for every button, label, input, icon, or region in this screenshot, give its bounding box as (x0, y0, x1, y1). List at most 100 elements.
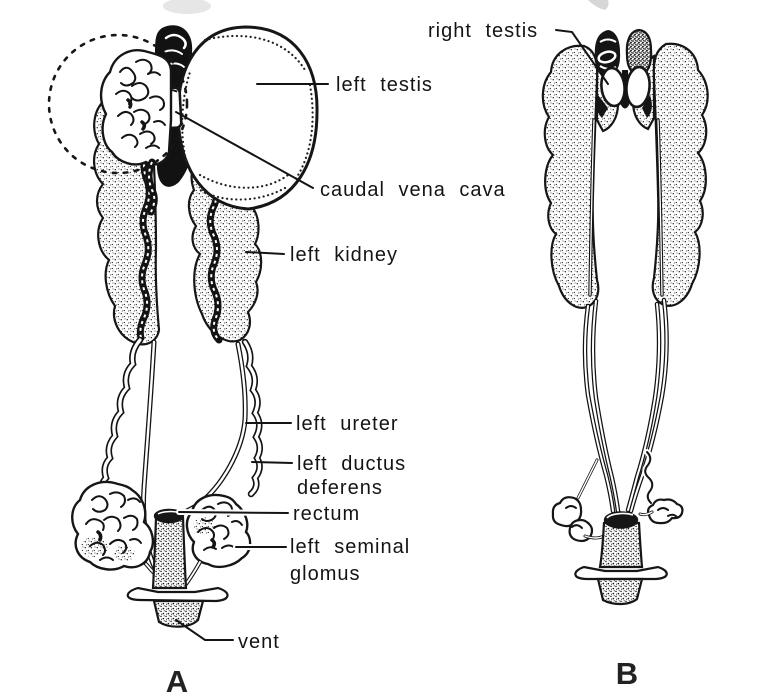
seminal-glomus-drawing (71, 480, 155, 571)
tubule-shadow (96, 530, 103, 542)
tubule-squiggle (197, 527, 215, 540)
left-ductus-deferens-drawing (99, 336, 144, 494)
tubule-squiggle (121, 133, 139, 148)
cloaca-opening-rim (606, 512, 634, 519)
tubule-squiggle (213, 524, 230, 540)
tubule-squiggle (99, 556, 114, 561)
caudal-vena-cava-leader-line (175, 111, 314, 189)
tubule-squiggle (127, 497, 141, 503)
rectum-leader-line (178, 511, 289, 514)
ductus-deferens-drawing (243, 340, 262, 496)
panel-a-letter: A (166, 664, 188, 699)
cloaca-tube (598, 521, 644, 569)
glomus-stipple-patch (113, 545, 135, 562)
tubule-squiggle (667, 513, 678, 518)
vessel-highlight (163, 49, 183, 55)
testis-stipple-arc (293, 83, 314, 182)
vessel-highlight (599, 38, 617, 43)
labels: right testis left testis caudal vena cav… (175, 20, 609, 653)
duct-pair (630, 299, 668, 512)
tubule-squiggle (153, 120, 166, 126)
scan-smudge (588, 0, 609, 10)
left-kidney-leader-line (245, 251, 285, 255)
left-ductus-deferens-drawing (100, 338, 142, 492)
epididymis-tail-highlight (148, 161, 156, 213)
left-ureter-label: left ureter (296, 413, 398, 435)
panel-b: B (541, 28, 709, 691)
tubule-squiggle (131, 82, 150, 102)
tubule-squiggle (657, 507, 669, 511)
tubule-squiggle (129, 538, 142, 544)
vessel-highlight (169, 62, 185, 68)
midline-shadow (596, 95, 608, 118)
rectum-label: rectum (293, 503, 360, 525)
tubule-squiggle (85, 518, 105, 531)
vent-leader-line (175, 619, 234, 641)
scan-smudge (163, 0, 211, 14)
tubule-squiggle (109, 491, 126, 508)
right-testis-leader-line (555, 29, 609, 85)
testis-stipple-arc (198, 173, 290, 189)
tubule-squiggle (145, 144, 160, 149)
left-testis-label: left testis (336, 74, 433, 96)
glomus-exit-duct (185, 561, 201, 585)
small-seminal-glomus (551, 496, 583, 528)
tubule-squiggle (109, 538, 128, 554)
tubule-squiggle (133, 108, 151, 125)
tubule-shadow (140, 120, 147, 131)
right-testis-label: right testis (428, 20, 538, 42)
left-kidney-label: left kidney (290, 244, 398, 266)
left-seminal-glomus-label-line2: glomus (290, 563, 360, 585)
left-seminal-glomus-label-line1: left seminal (290, 536, 410, 558)
tubule-squiggle (571, 524, 583, 529)
tubule-shadow (210, 538, 217, 549)
tubule-squiggle (91, 495, 109, 513)
right-testis-drawing (600, 66, 626, 108)
left-kidney-drawing-b (651, 42, 709, 307)
glomus-branch-duct (577, 459, 598, 499)
panel-b-letter: B (616, 656, 638, 691)
tubule-squiggle (139, 130, 156, 145)
tubule-squiggle (103, 515, 122, 532)
midline-shadow (642, 95, 652, 118)
glomus-exit-duct (639, 511, 653, 516)
tubule-squiggle (149, 95, 165, 111)
small-seminal-glomus (647, 498, 684, 525)
tubule-squiggle (89, 541, 106, 556)
tubule-squiggle (565, 505, 577, 509)
testis-stipple-arc (203, 34, 307, 72)
tubule-squiggle (135, 58, 153, 75)
tubule-shadow (126, 98, 133, 109)
tubule-squiggle (231, 520, 243, 526)
duct-pair (627, 303, 661, 511)
cloaca-opening (603, 511, 639, 529)
vent-skirt-b (596, 577, 644, 606)
testis-stipple-arc (198, 186, 287, 201)
glomus-stipple-patch (81, 537, 108, 557)
duct-pair (584, 305, 614, 512)
duct-pair (592, 300, 619, 512)
cut-vessel-ring (597, 50, 617, 64)
left-ductus-deferens-label-line1: left ductus (297, 453, 406, 475)
kidney-duct-line (657, 119, 663, 296)
vent-drawing (152, 599, 205, 628)
tubule-squiggle (119, 66, 137, 87)
panel-a: A (47, 25, 319, 699)
ductus-convolution-band-highlight (209, 151, 220, 341)
vent-flange (126, 586, 229, 603)
tubule-squiggle (203, 546, 217, 551)
vent-flange-b (574, 565, 668, 581)
ductus-zigzag (644, 451, 654, 504)
left-ductus-deferens-label-line2: deferens (297, 477, 383, 499)
vent-label: vent (238, 631, 280, 653)
tubule-squiggle (117, 110, 135, 126)
tubule-squiggle (147, 71, 161, 76)
left-testis-regressed-drawing (625, 65, 651, 109)
left-testis-drawing (176, 25, 319, 211)
caudal-vena-cava-label: caudal vena cava (320, 179, 506, 201)
dashed-highlight-circle (47, 33, 189, 175)
tubule-squiggle (123, 514, 139, 531)
left-ductus-deferens-leader-line (251, 461, 293, 464)
